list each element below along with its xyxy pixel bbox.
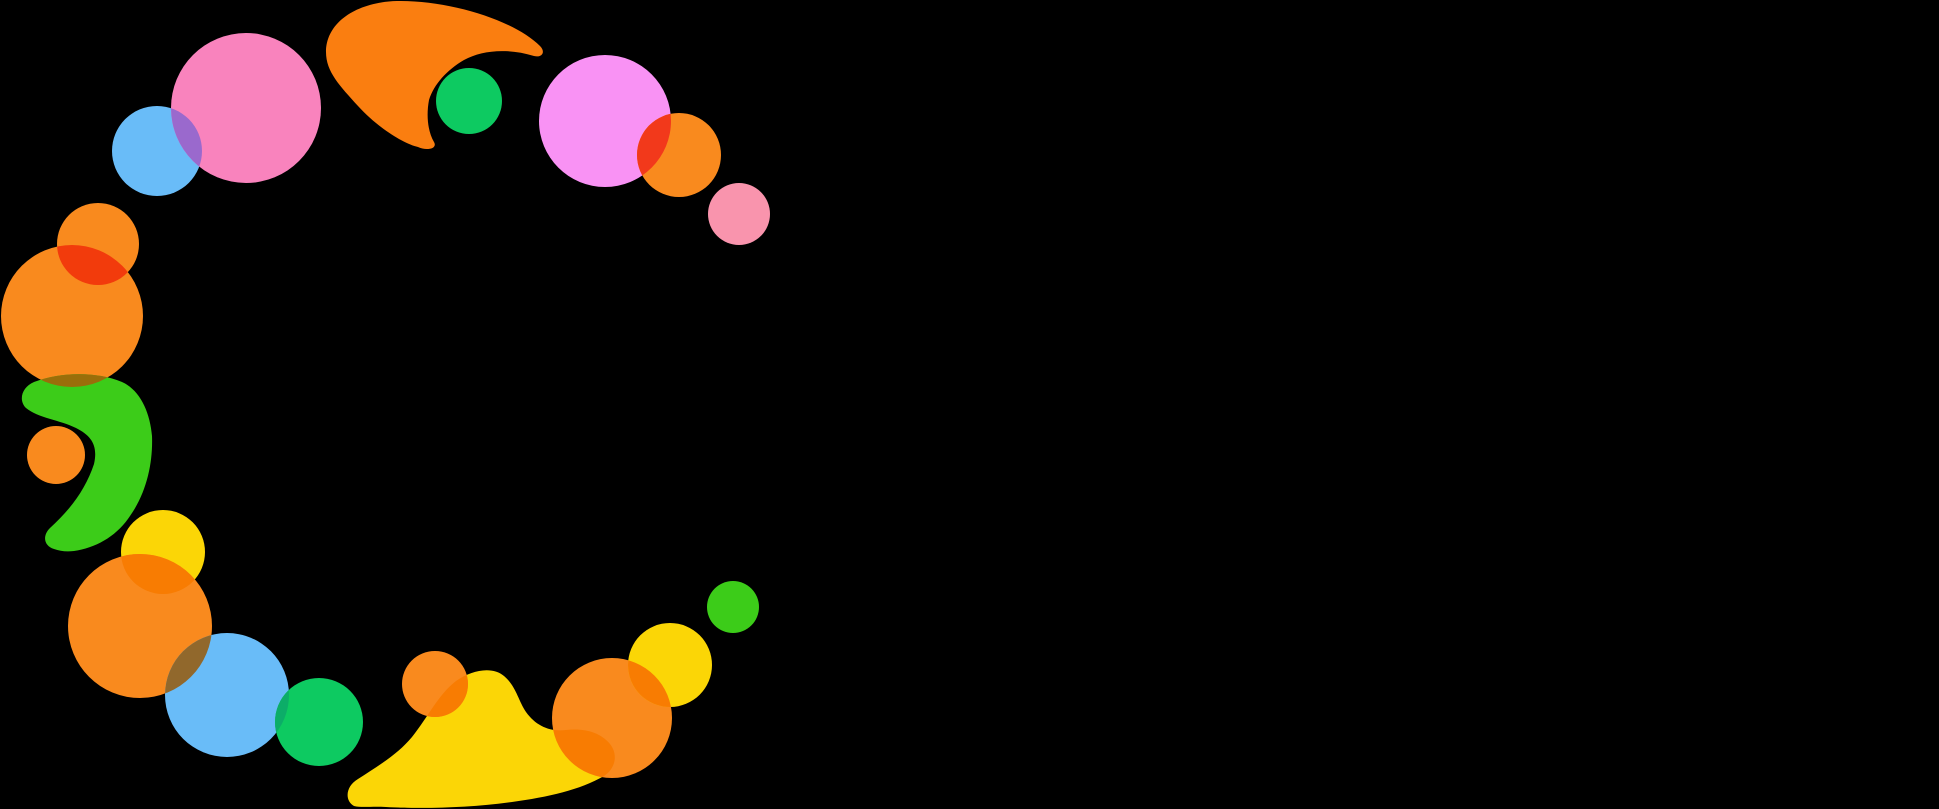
green-circle-top <box>436 68 502 134</box>
orange-dot-left <box>27 426 85 484</box>
pink-circle-top <box>171 33 321 183</box>
lens-orange-orange-left <box>57 245 139 285</box>
pink-circle-small-right <box>708 183 770 245</box>
lens-yellow-orange-left <box>121 554 205 594</box>
lens-orange-blue-brown <box>165 633 212 698</box>
yellow-wave-bottom <box>347 670 615 808</box>
green-circle-bottom <box>275 678 363 766</box>
green-circle-small-bottomright <box>707 581 759 633</box>
green-crescent-left <box>21 374 153 552</box>
orange-crescent-top <box>326 0 543 150</box>
